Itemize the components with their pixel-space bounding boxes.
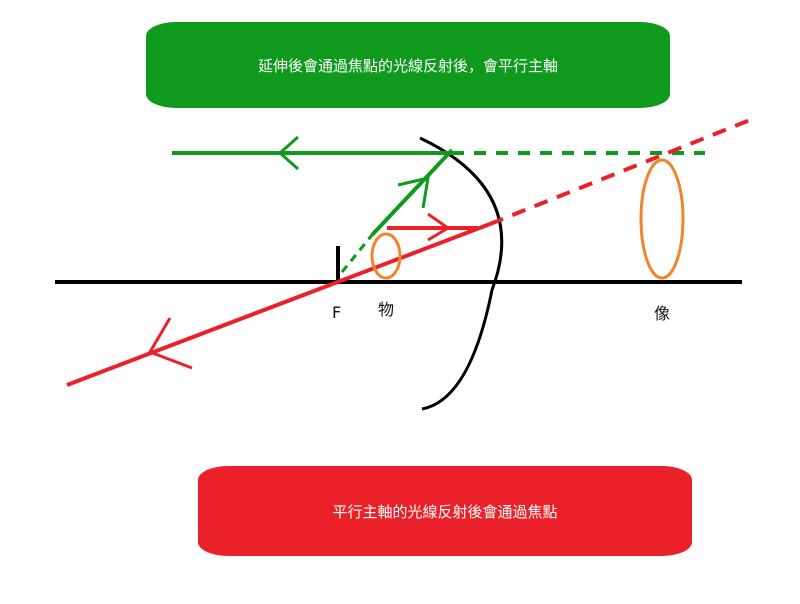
object-ellipse	[370, 232, 402, 280]
red-arrowhead-reflected	[147, 317, 193, 370]
green-ray-to-mirror	[370, 148, 454, 237]
convex-mirror	[419, 136, 504, 411]
object-label: 物	[378, 300, 395, 319]
red-reflected-ray	[66, 222, 491, 387]
bottom-banner-text: 平行主軸的光線反射後會通過焦點	[332, 502, 558, 521]
bottom-banner: 平行主軸的光線反射後會通過焦點	[198, 466, 692, 556]
focus-label: F	[332, 303, 342, 322]
red-virtual-ray	[489, 116, 756, 226]
top-banner-text: 延伸後會通過焦點的光線反射後，會平行主軸	[257, 56, 558, 75]
image-ellipse	[639, 158, 685, 280]
green-ray-extension	[340, 234, 374, 273]
red-arrowhead-parallel	[427, 212, 451, 242]
green-arrowhead-reflected	[277, 135, 299, 171]
image-label: 像	[654, 304, 671, 323]
green-arrowhead-diagonal	[397, 176, 430, 209]
top-banner: 延伸後會通過焦點的光線反射後，會平行主軸	[146, 22, 670, 108]
